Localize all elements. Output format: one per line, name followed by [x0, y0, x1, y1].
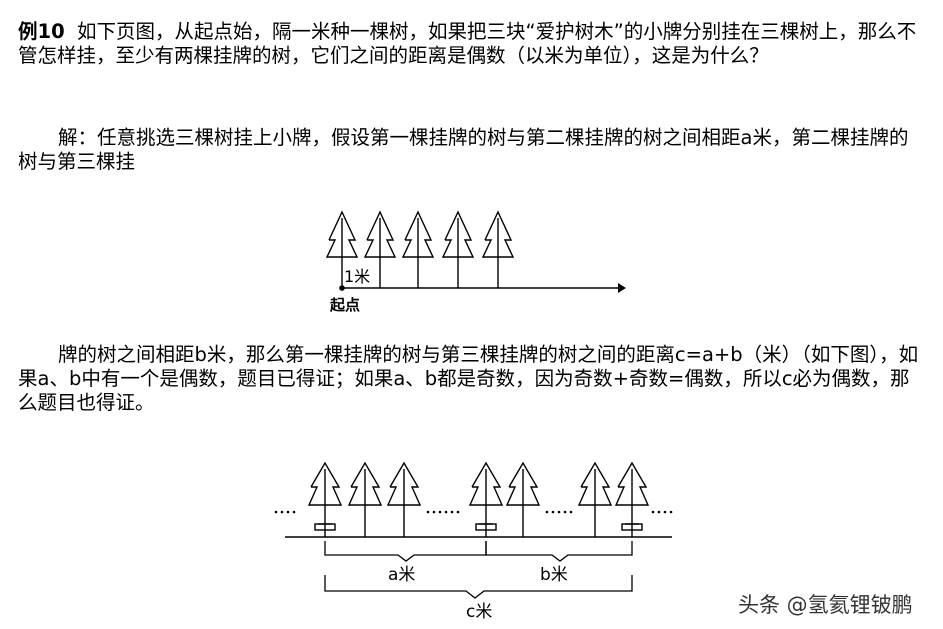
question-paragraph: 例10 如下页图，从起点始，隔一米种一棵树，如果把三块“爱护树木”的小牌分别挂在…: [18, 20, 923, 68]
tree-row-2: [308, 462, 649, 538]
label-b: b米: [540, 565, 568, 585]
arrow-head-icon: [618, 283, 626, 293]
solution-text-2: 牌的树之间相距b米，那么第一棵挂牌的树与第三棵挂牌的树之间的距离c=a+b（米）…: [18, 343, 919, 414]
solution-paragraph-2: 牌的树之间相距b米，那么第一棵挂牌的树与第三棵挂牌的树之间的距离c=a+b（米）…: [18, 343, 923, 415]
label-c: c米: [466, 602, 492, 622]
solution-paragraph-1: 解：任意挑选三棵树挂上小牌，假设第一棵挂牌的树与第二棵挂牌的树之间相距a米，第二…: [18, 126, 923, 174]
watermark: 头条 @氢氦锂铍鹏: [738, 593, 913, 617]
example-label: 例10: [18, 20, 65, 43]
label-a: a米: [388, 565, 415, 585]
sign-marks: [314, 523, 643, 531]
solution-text-1: 解：任意挑选三棵树挂上小牌，假设第一棵挂牌的树与第二棵挂牌的树之间相距a米，第二…: [18, 126, 909, 173]
question-text: 如下页图，从起点始，隔一米种一棵树，如果把三块“爱护树木”的小牌分别挂在三棵树上…: [18, 20, 917, 67]
unit-label: 1米: [344, 267, 370, 286]
brace-c: [324, 575, 633, 599]
start-point: [339, 285, 345, 291]
ellipsis-dots: [274, 510, 673, 514]
brace-a: [324, 541, 487, 562]
start-label: 起点: [329, 296, 360, 314]
brace-b: [485, 541, 633, 562]
figure-trees-start: 1米 起点: [326, 211, 626, 314]
figure-abc-distance: a米 b米 c米: [274, 462, 673, 622]
